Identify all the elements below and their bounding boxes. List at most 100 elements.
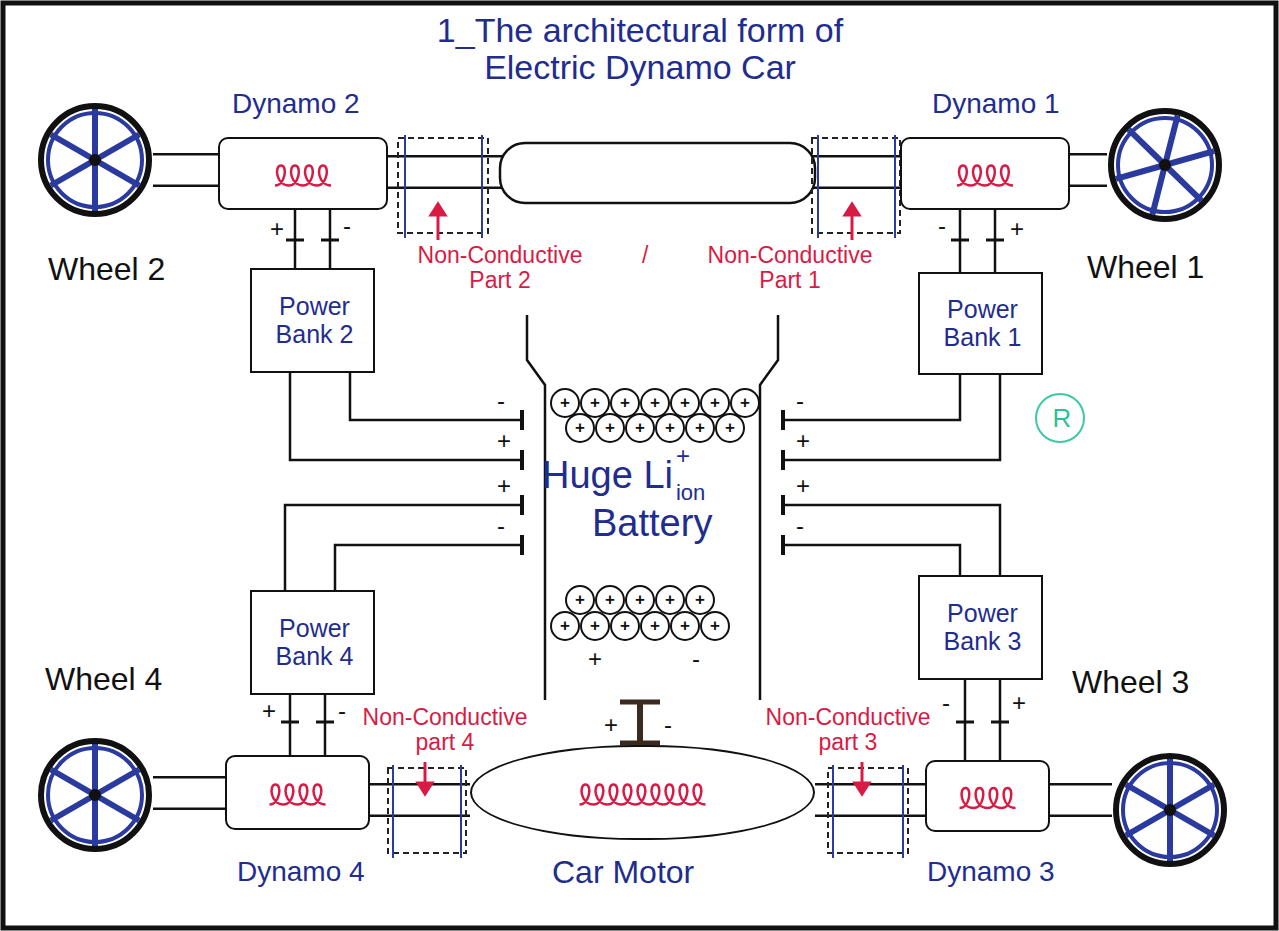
bus-bar-cap [620,741,660,746]
wheel-symbol-label: Wheel 1 [1087,250,1204,285]
power-bank-box-outline [920,577,1041,678]
battery-terminal-plate [522,410,783,555]
drive-shaft [153,156,218,185]
motor-housing: Car Motor [470,745,815,840]
power-wire [290,695,291,755]
insulator-line [902,765,904,858]
wheel-symbol-outline [95,160,139,186]
wheel-symbol-label: Wheel 4 [45,662,162,697]
wheel-symbol-outline [95,770,139,796]
wheel-symbol-outline [1165,151,1214,165]
pointer-arrow [861,762,864,784]
wheel-symbol-outline [89,789,101,801]
cell-sign: + [665,591,675,610]
wheel-symbol-outline [48,113,142,207]
terminal-cap [986,239,1004,242]
registered-mark-label: R [1042,404,1082,433]
terminal-sign: + [1012,690,1026,716]
drive-shaft [153,779,225,808]
insulator-line [404,135,406,238]
part-label: Non-Conductive Part 1 [690,243,890,294]
battery-cell [656,586,684,614]
wheel-symbol-outline [1112,752,1228,868]
wheel-symbol-outline [1170,785,1214,811]
power-bank-box: Power Bank 4 [250,590,375,695]
cell-sign: + [680,394,690,413]
cell-sign: + [590,617,600,636]
cell-sign: + [575,419,585,438]
cell-sign: + [635,591,645,610]
battery-cell [626,586,654,614]
wheel-symbol-outline [41,106,149,214]
dynamo-box-outline [220,139,386,208]
cell-sign: + [650,617,660,636]
battery-cell [641,389,669,417]
battery-cell [596,414,624,442]
drive-shaft [1050,786,1112,815]
diagram-title: 1_The architectural form of Electric Dyn… [425,12,855,87]
dynamo-box-outline [960,788,1016,808]
drive-shaft [1050,783,1112,817]
insulator-line [392,765,394,858]
battery-cell [581,389,609,417]
terminal-cap [951,239,969,242]
battery-pack-label: + [676,443,690,469]
wheel-symbol-outline [41,741,149,849]
battery-cell [566,586,594,614]
power-wire [325,695,326,755]
pointer-arrow [424,762,427,784]
power-bank-box-label: Power Bank 4 [269,615,361,670]
battery-pack-label: ion [676,481,705,505]
terminal-sign: + [497,428,511,454]
terminal-sign: - [338,698,346,724]
wheel-symbol-label: Wheel 3 [1072,665,1189,700]
wheel-symbol-outline [92,109,98,160]
wheel-symbol-outline [1167,810,1173,861]
terminal-cap [321,239,339,242]
power-wire [785,375,1000,460]
terminal-sign: + [588,646,602,672]
cell-sign: + [560,617,570,636]
cell-sign: + [710,394,720,413]
wheel-symbol-outline [51,770,95,796]
battery-cell [656,414,684,442]
motor-housing-label: Car Motor [552,855,694,890]
insulator-line [481,135,483,238]
cell-sign: + [575,591,585,610]
power-wire [999,680,1002,760]
power-wire [285,505,520,590]
terminal-sign: - [692,646,700,672]
cell-sign: + [620,617,630,636]
cell-sign: + [605,419,615,438]
pointer-arrow [851,214,854,240]
battery-cell [551,389,759,640]
wheel-symbol-outline [1164,804,1176,816]
power-wire [785,545,960,575]
dynamo-box: Dynamo 2 [218,137,388,210]
pointer-arrow [437,214,440,240]
battery-pack-label: Battery [592,503,712,545]
power-bank-box: Power Bank 3 [918,575,1043,680]
dynamo-box-label: Dynamo 4 [237,857,365,888]
dynamo-box-outline [957,166,1013,186]
power-wire [335,545,520,590]
terminal-cap [316,721,334,724]
battery-terminal-plate [520,410,524,430]
dynamo-box: Dynamo 3 [925,760,1050,832]
terminal-cap [991,721,1009,724]
battery-terminal-plate [520,450,524,470]
drive-shaft [153,153,218,187]
battery-pack-outline [527,315,778,700]
power-bank-box-label: Power Bank 3 [937,600,1029,655]
terminal-cap [281,721,299,724]
wheel-symbol-outline [37,102,153,218]
power-wire [965,680,966,760]
insulator-line [817,135,819,238]
power-wire [285,505,520,590]
power-bank-box-outline [252,270,373,371]
cell-sign: + [665,419,675,438]
wheel-symbol-outline [95,795,139,821]
battery-terminal-plate [781,410,785,430]
wheel-symbol-outline [1126,810,1170,836]
